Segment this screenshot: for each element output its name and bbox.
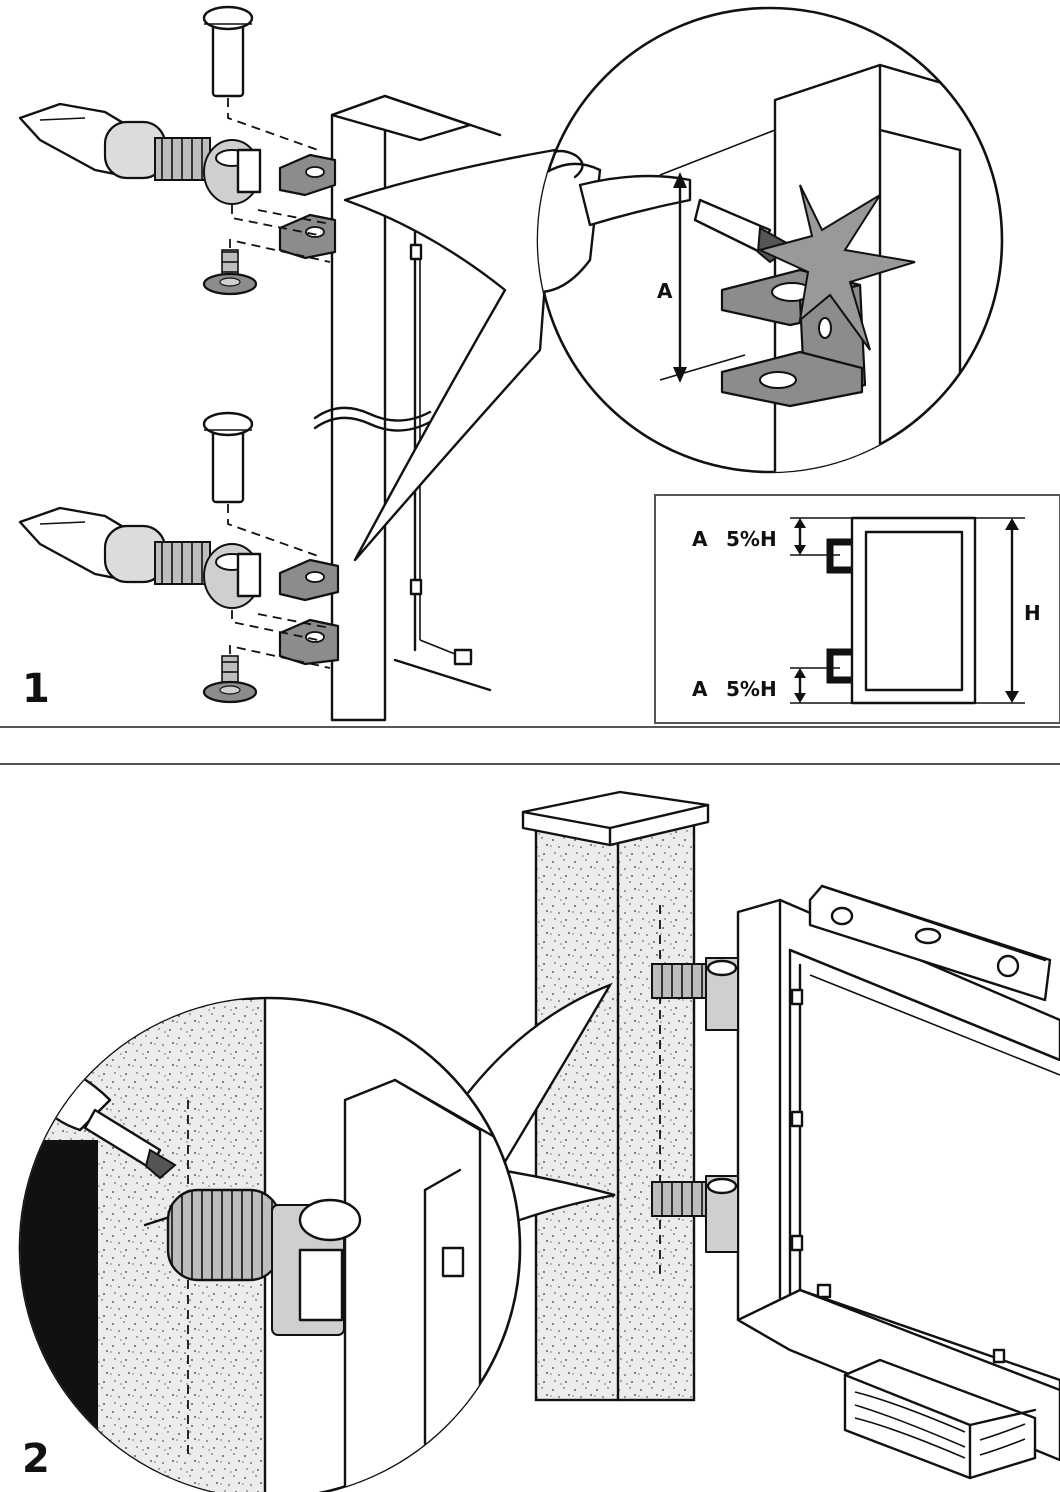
lower-hinge-bolt-icon: [18, 506, 262, 609]
wood-block-icon: [843, 1358, 1037, 1480]
lower-hinge-bolt-2-icon: [651, 1175, 739, 1253]
spacing-inset: A 5%H A 5%H H: [654, 494, 1060, 724]
mark-burst-icon: [757, 184, 916, 351]
upper-hinge-bolt-2-icon: [651, 957, 739, 1031]
detail-callout: [343, 148, 557, 562]
inset-top-label-pct: 5%H: [726, 527, 777, 551]
drilling-detail-circle: [18, 996, 522, 1492]
inset-bottom-label-pct: 5%H: [726, 677, 777, 701]
inset-top-label-a: A: [692, 527, 708, 551]
step-number-1: 1: [22, 666, 50, 712]
inset-bottom-bracket-icon: [826, 648, 852, 684]
panel-1: A A 5%H A 5%H: [0, 5, 1060, 728]
lower-hinge-assembly: [18, 411, 331, 704]
hinge-bolt-detail-icon: [166, 1188, 362, 1336]
upper-bracket-icon: [278, 153, 337, 260]
panel-2: 2: [0, 763, 1060, 1492]
detail-dimension-a: A: [657, 279, 673, 303]
marking-detail-circle: A: [536, 6, 1004, 474]
upper-pin-icon: [202, 5, 254, 98]
upper-screw-icon: [202, 249, 258, 296]
upper-hinge-bolt-icon: [18, 102, 262, 205]
concrete-post: [521, 790, 710, 1402]
lower-bracket-icon: [278, 558, 340, 666]
inset-height-label: H: [1024, 601, 1041, 625]
lower-screw-icon: [202, 655, 258, 704]
lower-pin-icon: [202, 411, 254, 504]
upper-hinge-assembly: [18, 5, 331, 296]
inset-top-bracket-icon: [826, 538, 852, 574]
spirit-level-icon: [808, 884, 1052, 1002]
inset-bottom-label-a: A: [692, 677, 708, 701]
step-number-2: 2: [22, 1436, 50, 1482]
